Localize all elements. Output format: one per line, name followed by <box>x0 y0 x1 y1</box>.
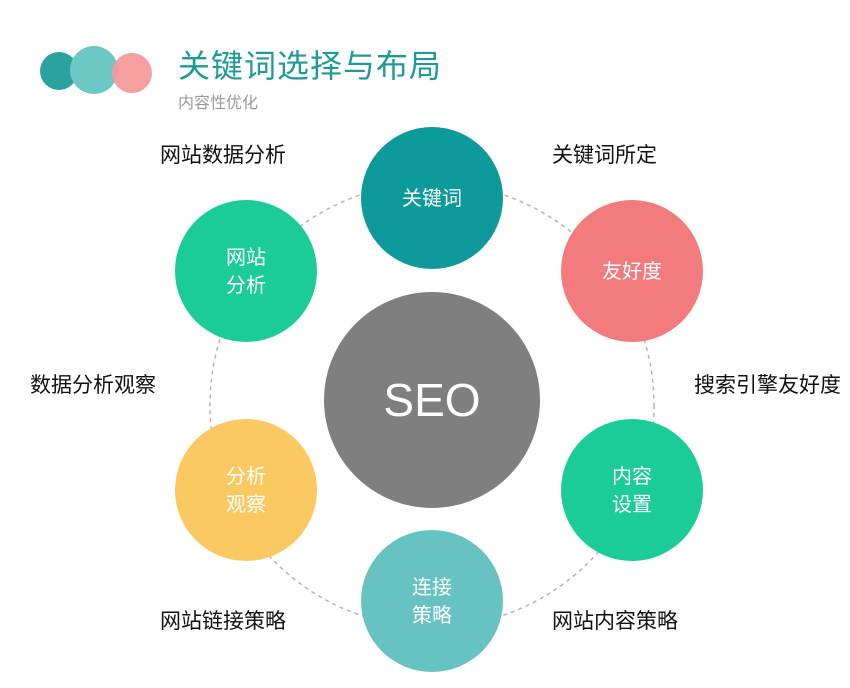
node-site-analysis-label: 网站 分析 <box>226 245 266 297</box>
node-link-strategy-label: 连接 策略 <box>412 575 452 627</box>
label-site-data-analysis: 网站数据分析 <box>160 143 286 167</box>
label-link-strategy: 网站链接策略 <box>160 609 286 633</box>
node-site-analysis: 网站 分析 <box>175 200 317 342</box>
node-keywords: 关键词 <box>361 127 503 269</box>
page-subtitle: 内容性优化 <box>178 93 259 112</box>
label-data-observe: 数据分析观察 <box>30 373 156 397</box>
node-friendliness: 友好度 <box>561 200 703 342</box>
node-keywords-label: 关键词 <box>402 186 462 210</box>
node-friendliness-label: 友好度 <box>602 259 662 283</box>
label-keyword-fixed: 关键词所定 <box>552 143 657 167</box>
node-analysis-observe: 分析 观察 <box>175 419 317 561</box>
label-content-strategy: 网站内容策略 <box>552 609 678 633</box>
page-title: 关键词选择与布局 <box>178 47 443 85</box>
logo-dot-right <box>112 53 152 93</box>
node-analysis-observe-label: 分析 观察 <box>226 464 266 516</box>
seo-label: SEO <box>383 374 481 426</box>
node-content-setting: 内容 设置 <box>561 419 703 561</box>
label-search-engine-friendliness: 搜索引擎友好度 <box>694 373 841 397</box>
node-content-setting-label: 内容 设置 <box>612 464 652 516</box>
node-link-strategy: 连接 策略 <box>361 530 503 672</box>
logo-dot-middle <box>70 46 118 94</box>
seo-center-circle: SEO <box>324 292 540 508</box>
